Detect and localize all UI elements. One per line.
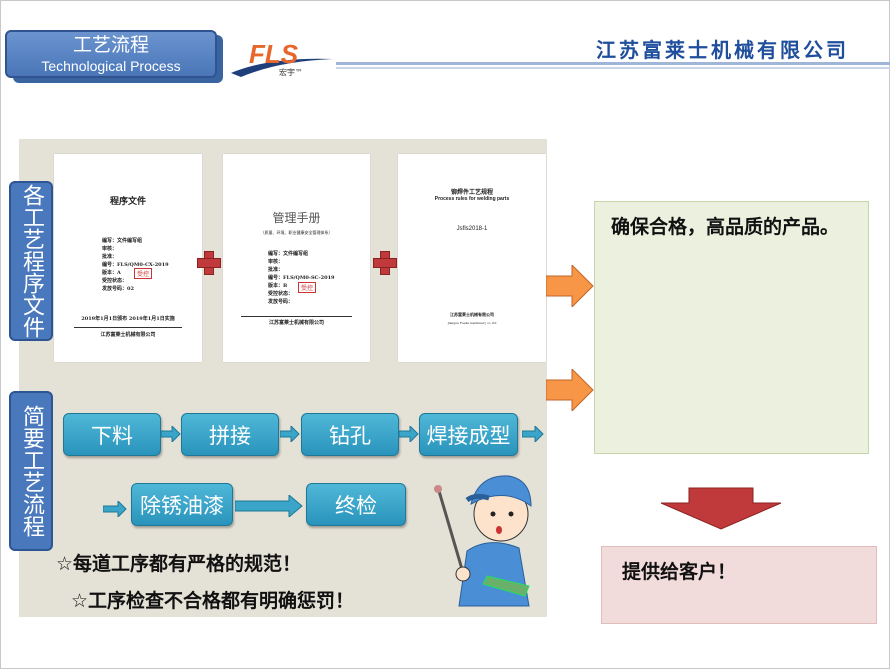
page-title-box: 工艺流程 Technological Process [5,30,217,78]
deliver-to-customer-box: 提供给客户！ [601,546,877,624]
arrow-right-icon [546,369,594,411]
quality-result-box: 确保合格，高品质的产品。 [594,201,869,454]
doc-field: 编写：文件编写组 [268,251,309,257]
doc-title: 管理手册 [272,211,321,225]
step-painting: 除锈油漆 [131,483,233,526]
doc-field: 受控状态： [268,291,294,297]
flow-section-label: 简要工艺流程 [9,391,53,551]
controlled-stamp: 受控 [134,268,153,279]
doc-field: 编号：FLS/QM0-CX-2019 [102,262,169,268]
arrow-right-icon [399,426,419,442]
doc-subtitle: Process rules for welding parts [434,196,510,202]
plus-icon [197,251,221,275]
doc-company: 江苏富莱士机械有限公司 [450,312,494,317]
doc-field: 发放号码：02 [102,286,134,292]
doc-field: 批准： [102,254,118,260]
doc-field: 版本：B [268,283,288,289]
document-procedure[interactable]: 程序文件 编写：文件编写组 审核： 批准： 编号：FLS/QM0-CX-2019… [54,154,202,362]
arrow-right-icon [235,495,303,517]
logo-subtext: 宏宇™ [279,68,303,77]
page-title: 工艺流程 [72,34,149,56]
doc-field: 编写：文件编写组 [102,238,143,244]
step-drilling: 钻孔 [301,413,399,456]
svg-text:FLS: FLS [249,39,299,69]
doc-field: 批准： [268,267,284,273]
page-subtitle: Technological Process [41,58,181,74]
docs-section-label: 各工艺程序文件 [9,181,53,341]
doc-title: 程序文件 [109,197,146,207]
doc-field: 发放号码： [268,299,294,305]
doc-field: 编号：FLS/QM0-SC-2019 [268,275,335,281]
doc-title: 铆焊件工艺规程 [450,189,493,196]
step-cutting: 下料 [63,413,161,456]
arrow-right-icon [161,426,181,442]
plus-icon [373,251,397,275]
doc-date: 2019年1月1日颁布 2019年1月1日实施 [81,316,175,322]
doc-field: 版本：A [102,270,121,276]
document-welding-rules[interactable]: 铆焊件工艺规程 Process rules for welding parts … [398,154,546,362]
controlled-stamp: 受控 [298,282,317,293]
note-standards: ☆每道工序都有严格的规范！ [56,553,302,575]
inspector-illustration [434,475,532,607]
arrow-right-icon [546,265,594,307]
arrow-down-icon [660,487,782,530]
doc-company: 江苏富莱士机械有限公司 [100,332,156,338]
arrow-right-icon [103,501,127,517]
doc-company: 江苏富莱士机械有限公司 [268,320,324,326]
step-assembling: 拼接 [181,413,279,456]
document-manual[interactable]: 管理手册 （质量、环境、职业健康安全管理体系） 编写：文件编写组 审核： 批准：… [223,154,370,362]
step-welding: 焊接成型 [419,413,518,456]
doc-field: 受控状态： [102,278,128,284]
arrow-right-icon [522,426,544,442]
doc-code: Jsfls2018-1 [456,226,488,232]
doc-company-en: Jiangsu Fuelis machinery co. ltd [447,321,497,325]
header-divider-thin [336,67,890,69]
arrow-right-icon [280,426,300,442]
note-penalties: ☆工序检查不合格都有明确惩罚！ [71,590,355,612]
doc-field: 审核： [102,246,118,252]
header-divider [336,62,890,65]
doc-subtitle: （质量、环境、职业健康安全管理体系） [260,230,333,235]
company-name: 江苏富莱士机械有限公司 [596,38,849,62]
doc-field: 审核： [268,259,284,265]
company-logo: FLS 宏宇™ [229,37,334,81]
step-final-inspection: 终检 [306,483,406,526]
